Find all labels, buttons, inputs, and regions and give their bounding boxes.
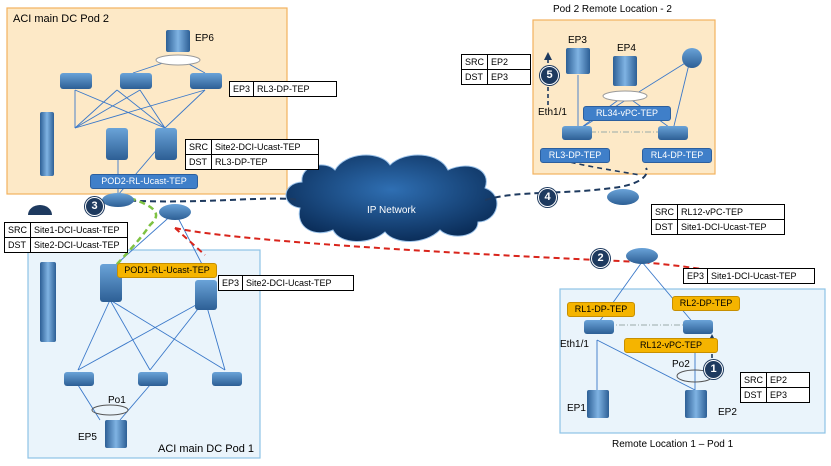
mapping-tep: Site2-DCI-Ucast-TEP bbox=[242, 275, 355, 291]
remote2-router bbox=[682, 48, 702, 68]
step-4-badge: 4 bbox=[538, 188, 557, 207]
src-label: SRC bbox=[650, 204, 679, 220]
step-2-badge: 2 bbox=[591, 249, 610, 268]
pod2-zone-title: ACI main DC Pod 2 bbox=[13, 13, 109, 25]
rl34-vpc-tep-pill: RL34-vPC-TEP bbox=[583, 106, 671, 121]
pod1-rl-tep-pill: POD1-RL-Ucast-TEP bbox=[117, 263, 217, 278]
ip-network-label: IP Network bbox=[367, 205, 416, 216]
po2-label: Po2 bbox=[672, 359, 690, 370]
src-value: EP2 bbox=[766, 372, 811, 388]
step-1-badge: 1 bbox=[704, 360, 723, 379]
rl1-switch bbox=[584, 320, 614, 334]
navy-dashed-path bbox=[119, 167, 648, 203]
ep2-label: EP2 bbox=[718, 407, 737, 418]
rl1-dp-tep-pill: RL1-DP-TEP bbox=[567, 302, 635, 317]
step-5-badge: 5 bbox=[540, 66, 559, 85]
dst-value: Site1-DCI-Ucast-TEP bbox=[677, 219, 786, 235]
ep3-label: EP3 bbox=[568, 35, 587, 46]
ep4-label: EP4 bbox=[617, 43, 636, 54]
pod2-spine-switches bbox=[60, 73, 222, 89]
po1-label: Po1 bbox=[108, 395, 126, 406]
src-value: Site2-DCI-Ucast-TEP bbox=[211, 139, 320, 155]
pod2-leaf-switches bbox=[40, 112, 177, 176]
pod1-spine-switches bbox=[64, 372, 242, 386]
src-value: RL12-vPC-TEP bbox=[677, 204, 786, 220]
src-value: EP2 bbox=[487, 54, 532, 70]
eth-label-remote2: Eth1/1 bbox=[538, 107, 567, 118]
remote1-zone-title: Remote Location 1 – Pod 1 bbox=[612, 439, 734, 450]
remote1-router bbox=[626, 248, 658, 264]
dst-value: EP3 bbox=[766, 387, 811, 403]
src-label: SRC bbox=[739, 372, 768, 388]
dst-label: DST bbox=[460, 69, 489, 85]
pod1-zone-title: ACI main DC Pod 1 bbox=[158, 443, 254, 455]
rl4-dp-tep-pill: RL4-DP-TEP bbox=[642, 148, 712, 163]
ep3-server bbox=[566, 48, 590, 74]
po1-oval bbox=[91, 404, 129, 416]
mapping-tep: Site1-DCI-Ucast-TEP bbox=[707, 268, 816, 284]
src-value: Site1-DCI-Ucast-TEP bbox=[30, 222, 129, 238]
ip-network-cloud bbox=[285, 154, 498, 242]
rl2-dp-tep-pill: RL2-DP-TEP bbox=[672, 296, 740, 311]
red-dashed-path-pod1 bbox=[174, 227, 206, 256]
rl3-dp-tep-pill: RL3-DP-TEP bbox=[540, 148, 610, 163]
src-label: SRC bbox=[184, 139, 213, 155]
mapping-ep: EP3 bbox=[682, 268, 709, 284]
wireless-ap bbox=[28, 205, 52, 215]
rl12-vpc-tep-pill: RL12-vPC-TEP bbox=[624, 338, 718, 353]
step-3-badge: 3 bbox=[85, 197, 104, 216]
green-dashed-path bbox=[109, 196, 158, 273]
dst-label: DST bbox=[3, 237, 32, 253]
ep6-server bbox=[166, 30, 190, 52]
pod2-rl-tep-pill: POD2-RL-Ucast-TEP bbox=[90, 174, 198, 189]
pod2-router bbox=[102, 193, 134, 207]
dst-value: RL3-DP-TEP bbox=[211, 154, 320, 170]
remote2-wan-router bbox=[607, 189, 639, 205]
rl4-switch bbox=[658, 126, 688, 140]
mapping-ep: EP3 bbox=[217, 275, 244, 291]
mapping-tep: RL3-DP-TEP bbox=[253, 81, 338, 97]
remote2-zone-title: Pod 2 Remote Location - 2 bbox=[553, 4, 672, 15]
ep1-server bbox=[587, 390, 609, 418]
ep6-label: EP6 bbox=[195, 33, 214, 44]
src-label: SRC bbox=[460, 54, 489, 70]
dst-label: DST bbox=[184, 154, 213, 170]
mapping-ep: EP3 bbox=[228, 81, 255, 97]
dst-label: DST bbox=[650, 219, 679, 235]
rl2-switch bbox=[683, 320, 713, 334]
pod1-router bbox=[159, 204, 191, 220]
ep5-server bbox=[105, 420, 127, 448]
pod1-links bbox=[77, 211, 226, 421]
dst-value: Site2-DCI-Ucast-TEP bbox=[30, 237, 129, 253]
apic-cluster bbox=[40, 262, 56, 342]
ep4-server bbox=[613, 56, 637, 86]
ep2-server bbox=[685, 390, 707, 418]
rl3-switch bbox=[562, 126, 592, 140]
ep1-label: EP1 bbox=[567, 403, 586, 414]
dst-value: EP3 bbox=[487, 69, 532, 85]
src-label: SRC bbox=[3, 222, 32, 238]
ep5-label: EP5 bbox=[78, 432, 97, 443]
eth-label-remote1: Eth1/1 bbox=[560, 339, 589, 350]
dst-label: DST bbox=[739, 387, 768, 403]
pod1-leaf-switches bbox=[100, 264, 217, 310]
